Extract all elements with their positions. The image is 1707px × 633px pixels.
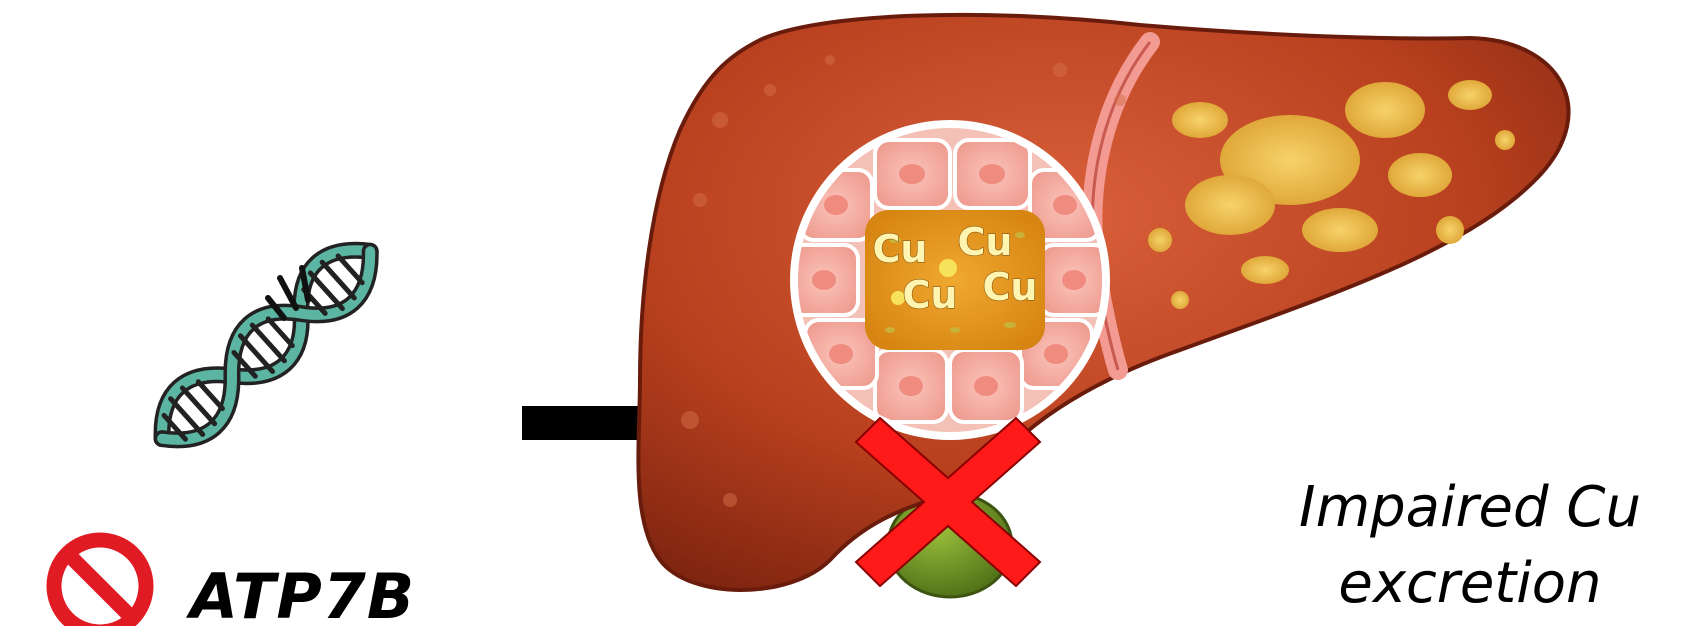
prohibited-icon — [54, 540, 146, 626]
copper-label: Cu — [903, 273, 958, 317]
result-line-1: Impaired Cu — [1235, 470, 1705, 546]
result-caption: Impaired Cu excretion — [1235, 470, 1705, 622]
copper-label: Cu — [873, 227, 928, 271]
copper-label: Cu — [983, 265, 1038, 309]
dna-helix-icon — [144, 231, 388, 458]
copper-label: Cu — [958, 220, 1013, 264]
hepatocyte-cross-section: Cu Cu Cu Cu — [790, 120, 1110, 440]
result-line-2: excretion — [1235, 546, 1705, 622]
gene-label: ATP7B — [190, 560, 415, 633]
